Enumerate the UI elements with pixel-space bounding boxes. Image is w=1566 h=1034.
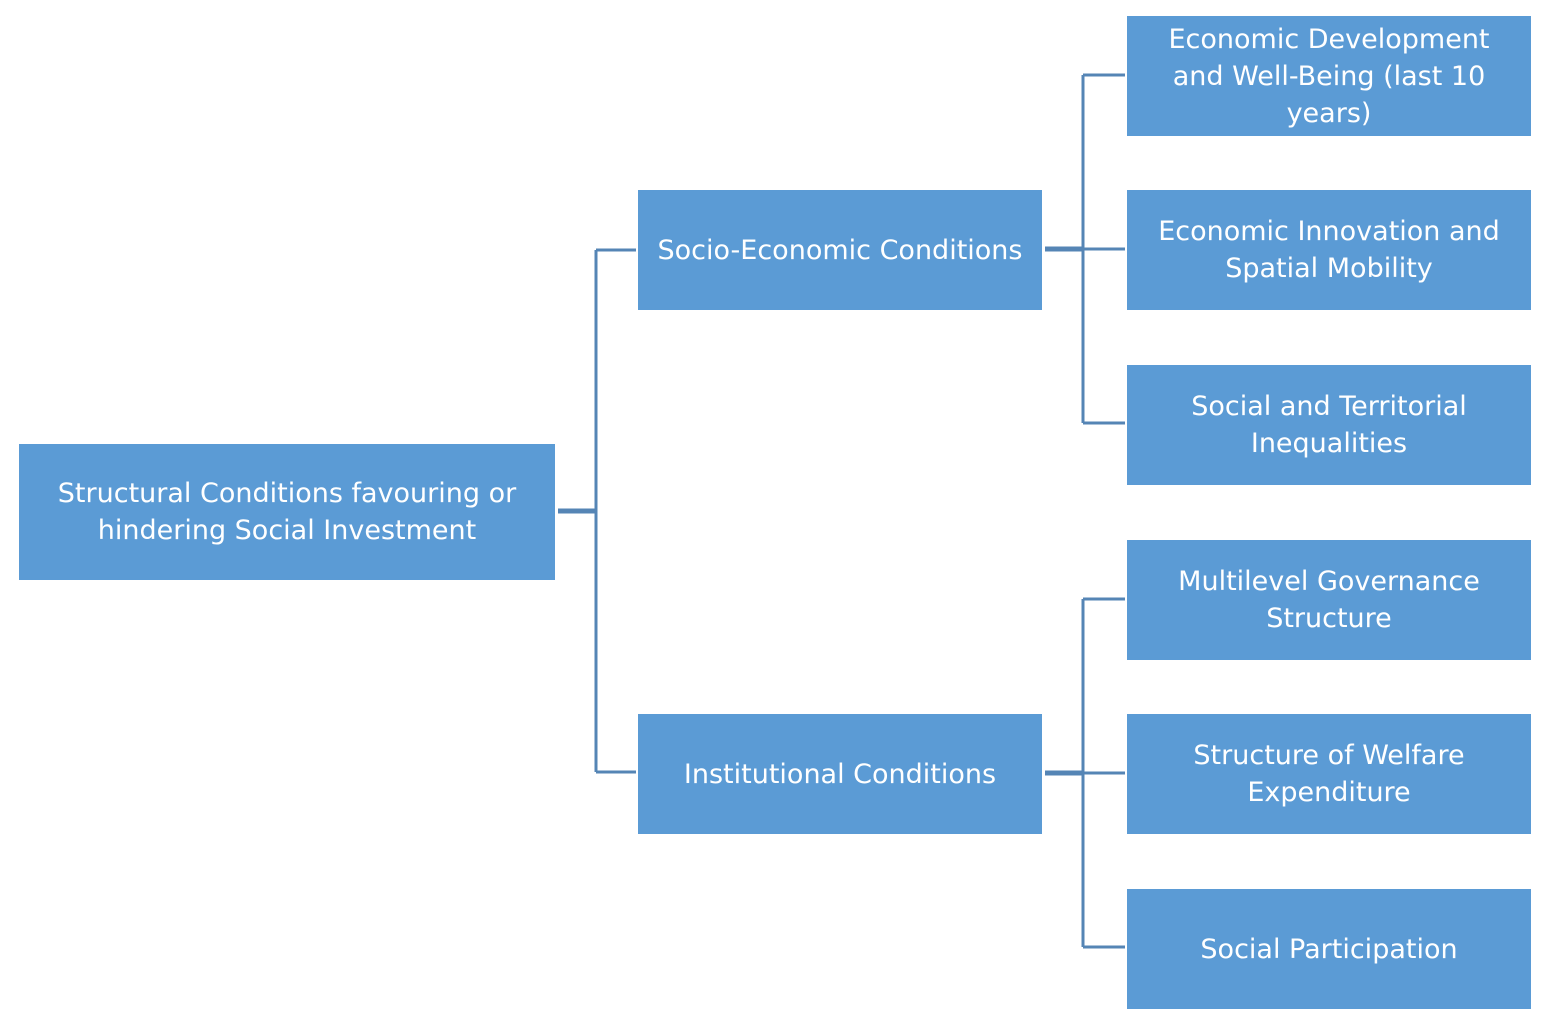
node-multilevel-governance-structure: Multilevel Governance Structure — [1127, 540, 1531, 660]
node-institutional-conditions: Institutional Conditions — [638, 714, 1042, 834]
node-economic-development-well-being: Economic Development and Well-Being (las… — [1127, 16, 1531, 136]
root-node-structural-conditions: Structural Conditions favouring or hinde… — [19, 444, 555, 580]
node-label: Economic Innovation and Spatial Mobility — [1158, 216, 1500, 284]
node-label: Structure of Welfare Expenditure — [1193, 740, 1465, 808]
node-structure-welfare-expenditure: Structure of Welfare Expenditure — [1127, 714, 1531, 834]
node-economic-innovation-spatial-mobility: Economic Innovation and Spatial Mobility — [1127, 190, 1531, 310]
node-socio-economic-conditions: Socio-Economic Conditions — [638, 190, 1042, 310]
node-label: Multilevel Governance Structure — [1178, 566, 1480, 634]
node-social-territorial-inequalities: Social and Territorial Inequalities — [1127, 365, 1531, 485]
node-label: Social and Territorial Inequalities — [1191, 391, 1467, 459]
node-label: Socio-Economic Conditions — [657, 234, 1023, 266]
node-social-participation: Social Participation — [1127, 889, 1531, 1009]
node-label: Economic Development and Well-Being (las… — [1168, 23, 1490, 129]
root-node-label: Structural Conditions favouring or hinde… — [57, 478, 517, 546]
node-label: Institutional Conditions — [683, 758, 997, 790]
node-label: Social Participation — [1200, 933, 1458, 965]
